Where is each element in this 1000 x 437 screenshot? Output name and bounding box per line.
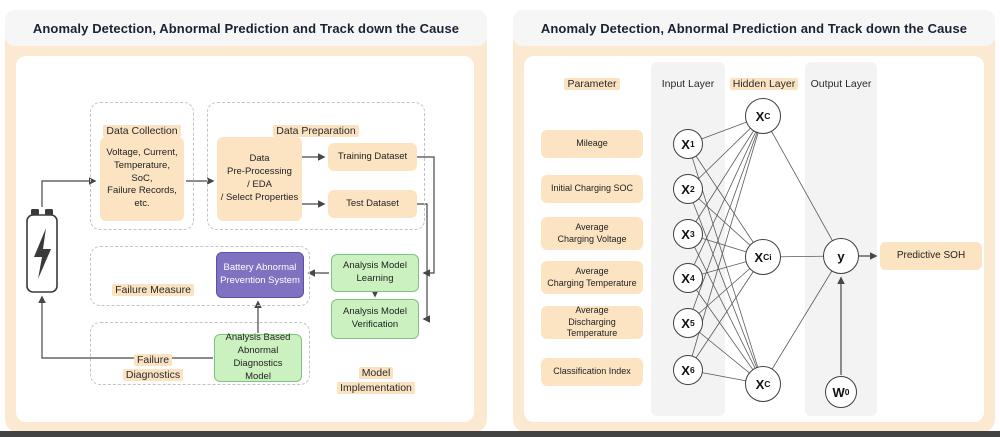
- group-data-preparation: [207, 102, 425, 230]
- parameter-box-initial-charging-soc: Initial Charging SOC: [541, 175, 643, 203]
- group-data-collection: [90, 102, 194, 230]
- output-layer-header: Output Layer: [810, 78, 872, 90]
- group-failure-measure: [90, 246, 310, 306]
- parameter-box-avg-charging-temperature: Average Charging Temperature: [541, 261, 643, 294]
- bottom-edge-bar: [0, 431, 1000, 437]
- right-panel-title: Anomaly Detection, Abnormal Prediction a…: [540, 20, 968, 36]
- test-dataset-box: Test Dataset: [328, 190, 417, 218]
- parameter-box-classification-index: Classification Index: [541, 358, 643, 386]
- group-failure-diagnostics: [90, 322, 310, 385]
- parameter-box-mileage: Mileage: [541, 130, 643, 158]
- diagnostics-model-box: Analysis Based Abnormal Diagnostics Mode…: [214, 332, 302, 382]
- failure-measure-label: Failure Measure: [96, 268, 210, 298]
- left-panel-title: Anomaly Detection, Abnormal Prediction a…: [32, 20, 460, 36]
- analysis-model-verification-box: Analysis Model Verification: [331, 299, 419, 339]
- hidden-layer-header: Hidden Layer: [725, 78, 803, 90]
- parameter-box-avg-charging-voltage: Average Charging Voltage: [541, 217, 643, 250]
- predictive-soh-box: Predictive SOH: [880, 242, 982, 270]
- model-implementation-label: Model Implementation: [330, 351, 422, 397]
- failure-diagnostics-label: Failure Diagnostics: [96, 338, 210, 384]
- prevention-system-box: Battery Abnormal Prevention System: [216, 252, 304, 298]
- analysis-model-learning-box: Analysis Model Learning: [331, 254, 419, 292]
- data-collection-label: Data Collection: [88, 109, 196, 139]
- data-preparation-label: Data Preparation: [207, 109, 425, 139]
- output-node-y: y: [823, 238, 859, 274]
- right-panel-header: Anomaly Detection, Abnormal Prediction a…: [513, 10, 995, 46]
- data-collection-box: Voltage, Current, Temperature, SoC, Fail…: [100, 137, 184, 221]
- training-dataset-box: Training Dataset: [328, 143, 417, 171]
- parameter-column-header: Parameter: [541, 78, 643, 90]
- left-panel-header: Anomaly Detection, Abnormal Prediction a…: [5, 10, 487, 46]
- input-layer-header: Input Layer: [661, 78, 715, 90]
- preprocessing-box: Data Pre-Processing / EDA / Select Prope…: [217, 137, 302, 221]
- parameter-box-avg-discharging-temperature: Average Discharging Temperature: [541, 305, 643, 339]
